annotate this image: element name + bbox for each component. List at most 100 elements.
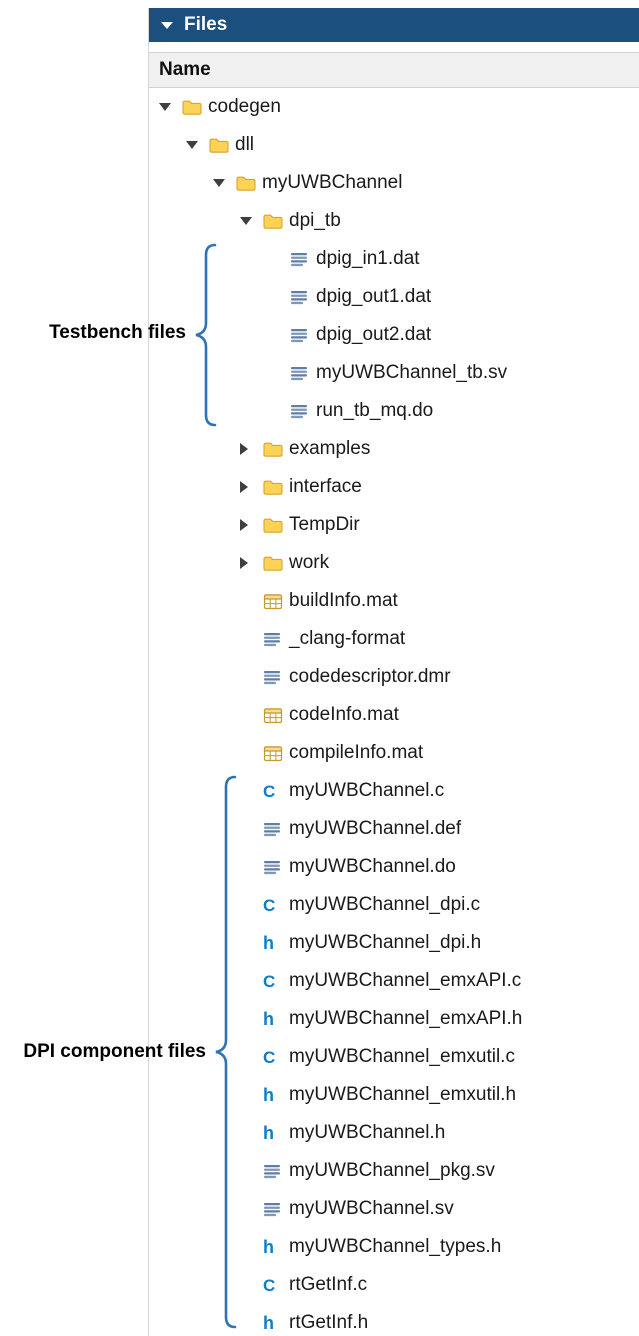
c-file-icon: C <box>263 1275 276 1295</box>
file-name: myUWBChannel_emxAPI.c <box>289 970 522 991</box>
tree-row[interactable]: myUWBChannel.do <box>149 848 639 886</box>
panel-title: Files <box>184 14 228 35</box>
expander[interactable] <box>240 519 263 531</box>
file-name: myUWBChannel_emxAPI.h <box>289 1008 523 1029</box>
c-file-icon: C <box>263 895 276 915</box>
tree-row[interactable]: codedescriptor.dmr <box>149 658 639 696</box>
column-header-name[interactable]: Name <box>159 59 211 80</box>
tree-row[interactable]: myUWBChannel.sv <box>149 1190 639 1228</box>
h-file-icon: h <box>263 933 274 953</box>
panel-header: Files <box>149 8 639 42</box>
tree-row[interactable]: work <box>149 544 639 582</box>
expand-toggle-icon[interactable] <box>240 481 248 493</box>
folder-icon <box>263 479 289 496</box>
folder-name: codegen <box>208 96 281 117</box>
h-file-icon: h <box>263 1313 274 1333</box>
expander[interactable] <box>240 557 263 569</box>
tree-row[interactable]: dpi_tb <box>149 202 639 240</box>
file-name: rtGetInf.h <box>289 1312 369 1333</box>
collapse-toggle-icon[interactable] <box>159 103 171 111</box>
h-file-icon: h <box>263 1123 274 1143</box>
folder-icon <box>263 517 289 534</box>
tree-row[interactable]: run_tb_mq.do <box>149 392 639 430</box>
file-name: compileInfo.mat <box>289 742 424 763</box>
folder-icon <box>209 137 235 154</box>
file-name: myUWBChannel.def <box>289 818 462 839</box>
expander[interactable] <box>159 103 182 111</box>
expander[interactable] <box>240 481 263 493</box>
tree-row[interactable]: codeInfo.mat <box>149 696 639 734</box>
mat-file-icon <box>263 745 289 762</box>
tree-row[interactable]: dll <box>149 126 639 164</box>
tree-row[interactable]: codegen <box>149 88 639 126</box>
expand-toggle-icon[interactable] <box>240 519 248 531</box>
tree-row[interactable]: dpig_in1.dat <box>149 240 639 278</box>
collapse-toggle-icon[interactable] <box>240 217 252 225</box>
folder-icon <box>263 441 289 458</box>
tree-row[interactable]: dpig_out1.dat <box>149 278 639 316</box>
folder-icon <box>182 99 208 116</box>
tree-row[interactable]: h myUWBChannel_dpi.h <box>149 924 639 962</box>
c-file-icon: C <box>263 781 276 801</box>
file-name: dpig_out1.dat <box>316 286 432 307</box>
folder-name: work <box>289 552 330 573</box>
tree-row[interactable]: compileInfo.mat <box>149 734 639 772</box>
expander[interactable] <box>213 179 236 187</box>
tree-row[interactable]: h myUWBChannel_emxAPI.h <box>149 1000 639 1038</box>
text-file-icon <box>290 251 316 267</box>
column-header-row: Name <box>149 52 639 88</box>
file-name: myUWBChannel_emxutil.c <box>289 1046 515 1067</box>
tree-row[interactable]: myUWBChannel_pkg.sv <box>149 1152 639 1190</box>
folder-name: TempDir <box>289 514 360 535</box>
tree-row[interactable]: h rtGetInf.h <box>149 1304 639 1336</box>
tree-row[interactable]: _clang-format <box>149 620 639 658</box>
file-name: myUWBChannel_dpi.c <box>289 894 481 915</box>
file-name: dpig_in1.dat <box>316 248 420 269</box>
c-file-icon: C <box>263 971 276 991</box>
tree-row[interactable]: examples <box>149 430 639 468</box>
file-name: run_tb_mq.do <box>316 400 434 421</box>
text-file-icon <box>263 631 289 647</box>
folder-name: examples <box>289 438 371 459</box>
expand-toggle-icon[interactable] <box>240 557 248 569</box>
tree-row[interactable]: dpig_out2.dat <box>149 316 639 354</box>
expander[interactable] <box>240 217 263 225</box>
folder-icon <box>263 213 289 230</box>
file-name: myUWBChannel_tb.sv <box>316 362 508 383</box>
expander[interactable] <box>240 443 263 455</box>
tree-row[interactable]: myUWBChannel.def <box>149 810 639 848</box>
file-name: myUWBChannel.sv <box>289 1198 454 1219</box>
file-name: myUWBChannel_dpi.h <box>289 932 482 953</box>
tree-row[interactable]: h myUWBChannel.h <box>149 1114 639 1152</box>
tree-row[interactable]: myUWBChannel <box>149 164 639 202</box>
h-file-icon: h <box>263 1009 274 1029</box>
h-file-icon: h <box>263 1085 274 1105</box>
tree-row[interactable]: buildInfo.mat <box>149 582 639 620</box>
testbench-files-label: Testbench files <box>49 322 186 343</box>
collapse-toggle-icon[interactable] <box>186 141 198 149</box>
panel-collapse-icon[interactable] <box>161 21 173 29</box>
tree-row[interactable]: interface <box>149 468 639 506</box>
mat-file-icon <box>263 707 289 724</box>
file-name: rtGetInf.c <box>289 1274 368 1295</box>
file-name: myUWBChannel.h <box>289 1122 446 1143</box>
text-file-icon <box>290 365 316 381</box>
tree-row[interactable]: TempDir <box>149 506 639 544</box>
expand-toggle-icon[interactable] <box>240 443 248 455</box>
text-file-icon <box>263 859 289 875</box>
file-name: myUWBChannel_pkg.sv <box>289 1160 495 1181</box>
file-name: codedescriptor.dmr <box>289 666 451 687</box>
tree-row[interactable]: myUWBChannel_tb.sv <box>149 354 639 392</box>
collapse-toggle-icon[interactable] <box>213 179 225 187</box>
text-file-icon <box>263 1201 289 1217</box>
expander[interactable] <box>186 141 209 149</box>
